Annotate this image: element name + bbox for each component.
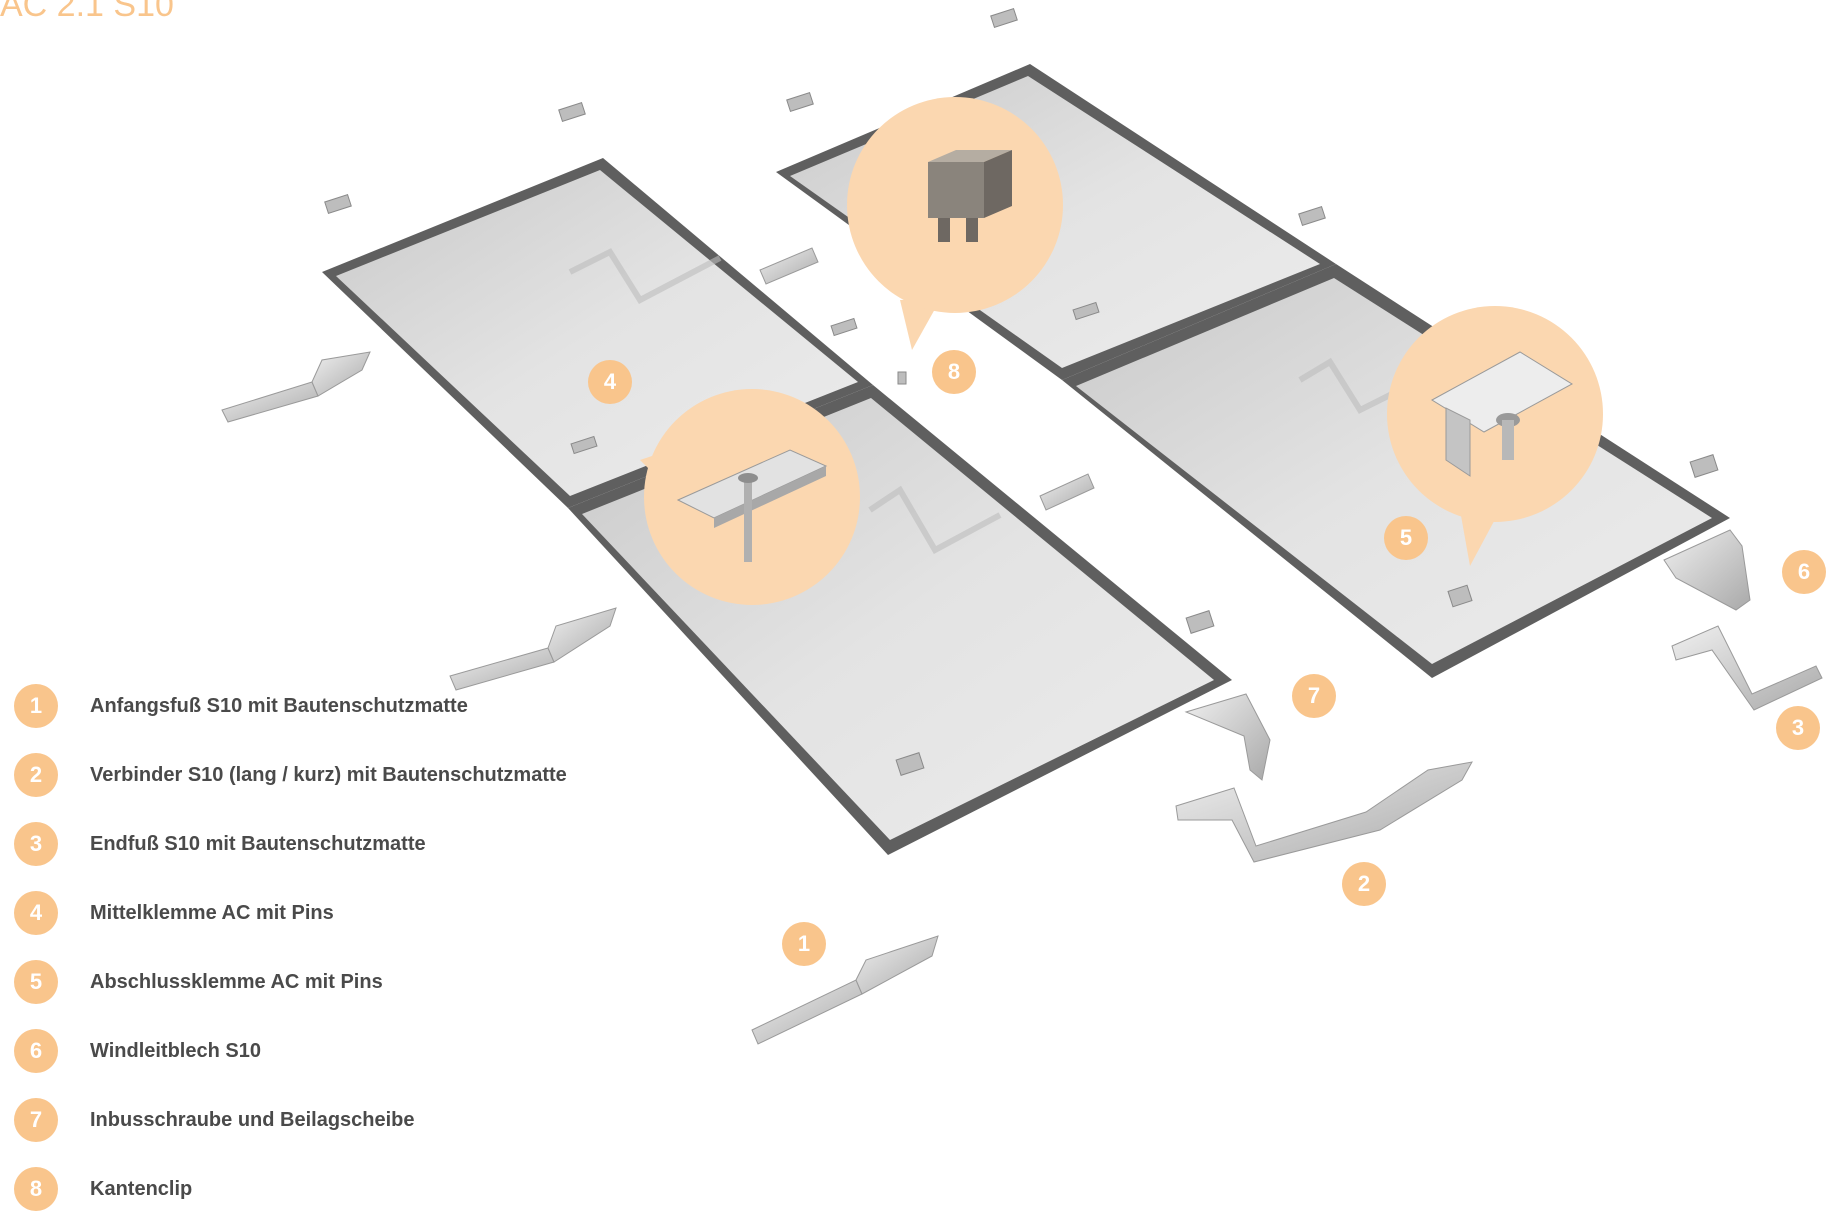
- legend-item: 4 Mittelklemme AC mit Pins: [14, 891, 714, 935]
- legend-label: Mittelklemme AC mit Pins: [90, 902, 334, 925]
- legend-label: Abschlussklemme AC mit Pins: [90, 971, 383, 994]
- callout-badge-2: 2: [1342, 862, 1386, 906]
- legend-item: 1 Anfangsfuß S10 mit Bautenschutzmatte: [14, 684, 714, 728]
- legend-label: Windleitblech S10: [90, 1040, 261, 1063]
- legend-item: 5 Abschlussklemme AC mit Pins: [14, 960, 714, 1004]
- callout-badge-8: 8: [932, 350, 976, 394]
- legend-label: Verbinder S10 (lang / kurz) mit Bautensc…: [90, 764, 567, 787]
- legend-badge: 1: [14, 684, 58, 728]
- legend-badge: 7: [14, 1098, 58, 1142]
- legend-label: Endfuß S10 mit Bautenschutzmatte: [90, 833, 426, 856]
- legend-label: Inbusschraube und Beilagscheibe: [90, 1109, 415, 1132]
- callout-badge-3: 3: [1776, 706, 1820, 750]
- legend-item: 2 Verbinder S10 (lang / kurz) mit Bauten…: [14, 753, 714, 797]
- legend-badge: 2: [14, 753, 58, 797]
- legend-badge: 4: [14, 891, 58, 935]
- legend-item: 8 Kantenclip: [14, 1167, 714, 1211]
- callout-badge-6: 6: [1782, 550, 1826, 594]
- legend-badge: 5: [14, 960, 58, 1004]
- legend-badge: 3: [14, 822, 58, 866]
- callout-badge-4: 4: [588, 360, 632, 404]
- callout-badge-1: 1: [782, 922, 826, 966]
- legend-label: Kantenclip: [90, 1178, 192, 1201]
- legend-item: 6 Windleitblech S10: [14, 1029, 714, 1073]
- legend-item: 7 Inbusschraube und Beilagscheibe: [14, 1098, 714, 1142]
- legend-item: 3 Endfuß S10 mit Bautenschutzmatte: [14, 822, 714, 866]
- legend-badge: 6: [14, 1029, 58, 1073]
- callout-badge-7: 7: [1292, 674, 1336, 718]
- legend-badge: 8: [14, 1167, 58, 1211]
- callout-badge-5: 5: [1384, 516, 1428, 560]
- legend-label: Anfangsfuß S10 mit Bautenschutzmatte: [90, 695, 468, 718]
